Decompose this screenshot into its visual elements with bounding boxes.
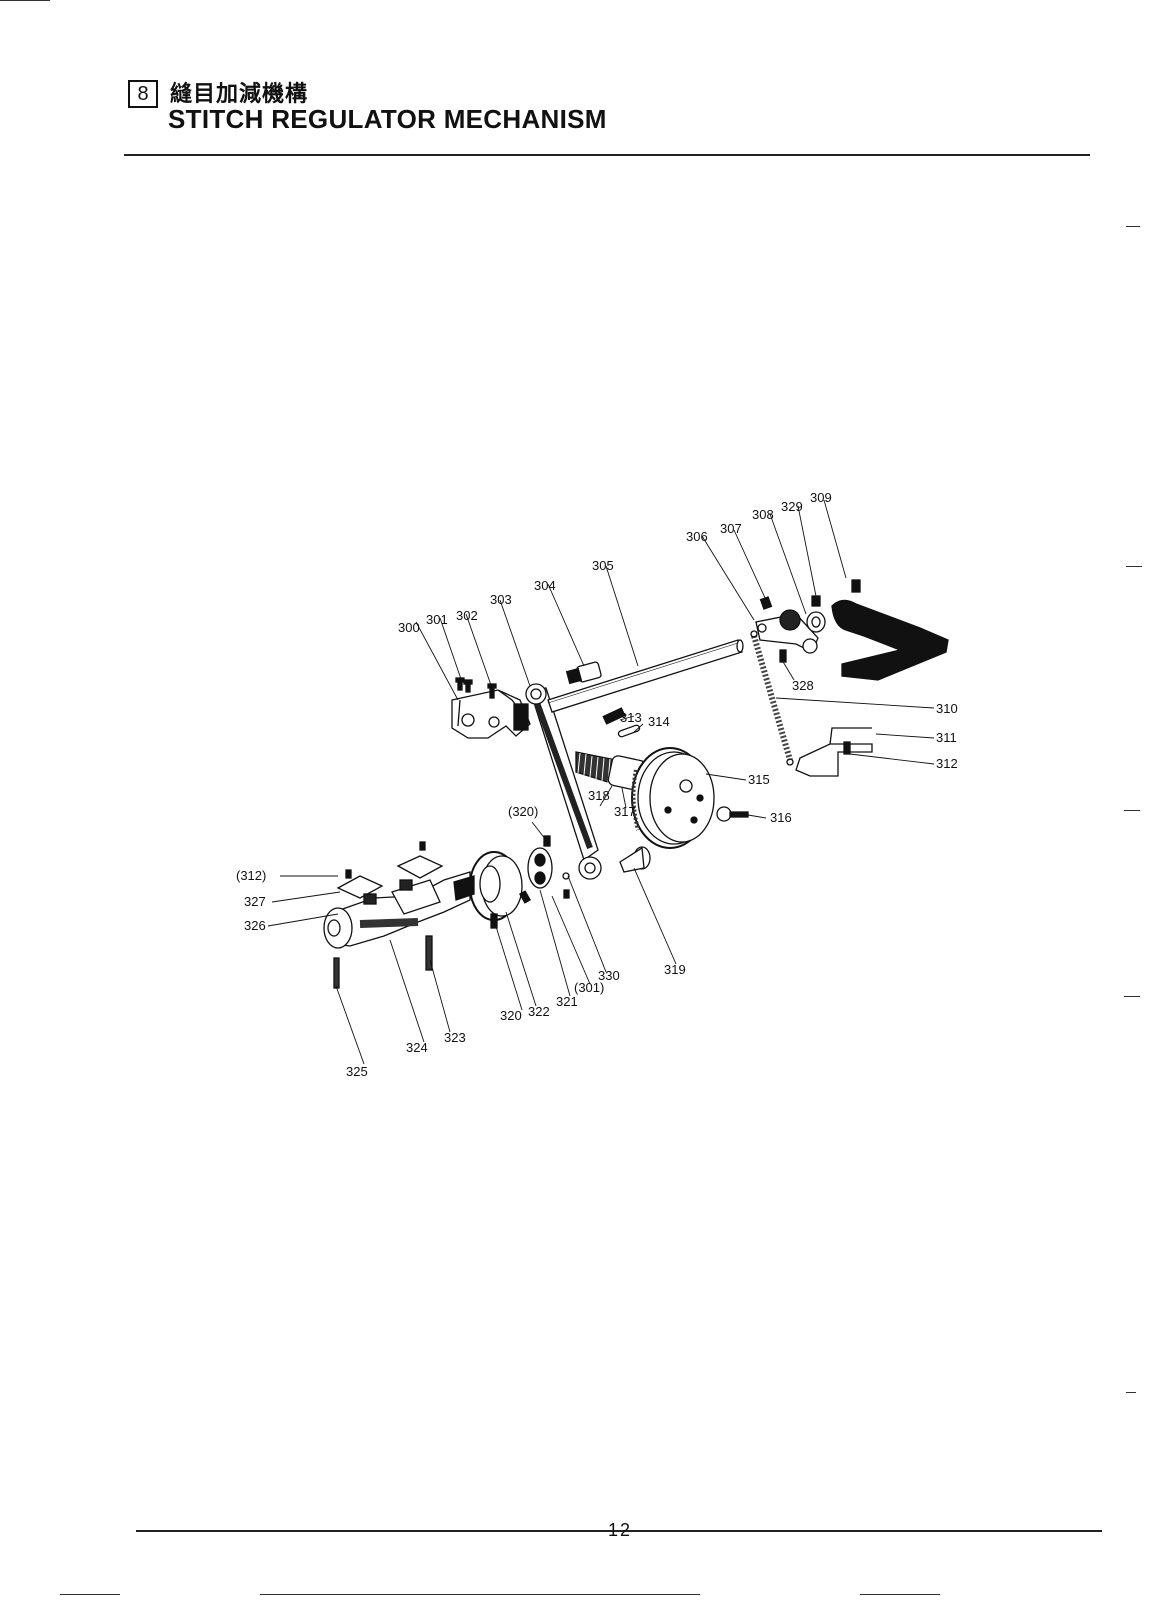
screw-301 — [455, 677, 473, 693]
label-312: 312 — [936, 756, 958, 771]
part-329-screw — [811, 595, 821, 607]
page-number: 12 — [608, 1520, 633, 1540]
label-312-ref: (312) — [236, 868, 266, 883]
part-307-screw — [759, 596, 773, 610]
label-310: 310 — [936, 701, 958, 716]
label-300: 300 — [398, 620, 420, 635]
page-title: STITCH REGULATOR MECHANISM — [168, 104, 607, 134]
part-304-collar — [565, 661, 602, 685]
part-323-pin — [425, 935, 433, 971]
part-311-bracket — [795, 727, 873, 777]
label-314: 314 — [648, 714, 670, 729]
label-304: 304 — [534, 578, 556, 593]
scan-mark — [1126, 226, 1140, 227]
label-317: 317 — [614, 804, 636, 819]
scan-mark — [260, 1594, 700, 1595]
label-319: 319 — [664, 962, 686, 977]
part-324-feed-rock-shaft — [323, 871, 475, 949]
part-327-plate — [336, 855, 444, 905]
label-330: 330 — [598, 968, 620, 983]
part-305-shaft — [547, 639, 744, 713]
label-322: 322 — [528, 1004, 550, 1019]
label-327: 327 — [244, 894, 266, 909]
scan-mark — [1124, 996, 1140, 997]
scan-mark — [860, 1594, 940, 1595]
part-303-link — [525, 683, 602, 880]
part-308-washer — [806, 611, 826, 633]
part-306-lever — [755, 609, 819, 654]
label-315: 315 — [748, 772, 770, 787]
leader-lines — [267, 499, 935, 1065]
label-326: 326 — [244, 918, 266, 933]
scan-mark — [60, 1594, 120, 1595]
scan-mark — [0, 0, 50, 1]
part-number-labels: 300 301 302 303 304 305 306 307 308 329 … — [236, 490, 958, 1079]
label-328: 328 — [792, 678, 814, 693]
part-321-collar — [527, 847, 553, 889]
label-325: 325 — [346, 1064, 368, 1079]
label-324: 324 — [406, 1040, 428, 1055]
section-number: 8 — [128, 80, 158, 108]
label-306: 306 — [686, 529, 708, 544]
scan-mark — [1124, 810, 1140, 811]
part-310-spring — [750, 630, 794, 766]
label-305: 305 — [592, 558, 614, 573]
label-307: 307 — [720, 521, 742, 536]
part-316-screw — [716, 806, 749, 822]
part-325-pin — [333, 957, 340, 989]
label-316: 316 — [770, 810, 792, 825]
part-309-knee-lever — [831, 579, 949, 681]
scan-mark — [1126, 1392, 1136, 1393]
part-313-spring — [602, 707, 626, 725]
part-330-pin — [562, 872, 570, 899]
label-301: 301 — [426, 612, 448, 627]
label-311: 311 — [936, 730, 957, 745]
part-312-screw — [843, 741, 851, 755]
label-313: 313 — [620, 710, 642, 725]
label-301-ref: (301) — [574, 980, 604, 995]
part-328-screw — [779, 649, 787, 663]
label-303: 303 — [490, 592, 512, 607]
label-321: 321 — [556, 994, 578, 1009]
label-320-ref: (320) — [508, 804, 538, 819]
scan-mark — [1126, 566, 1142, 567]
page-title-japanese: 縫目加減機構 — [170, 82, 309, 107]
header-divider — [124, 154, 1090, 156]
label-308: 308 — [752, 507, 774, 522]
label-329: 329 — [781, 499, 803, 514]
part-326-screws — [345, 841, 426, 879]
part-322-cam — [469, 851, 523, 921]
label-320: 320 — [500, 1008, 522, 1023]
label-323: 323 — [444, 1030, 466, 1045]
label-302: 302 — [456, 608, 478, 623]
part-315-dial — [631, 747, 715, 849]
part-314-pin — [617, 724, 641, 738]
part-319-stud — [619, 846, 651, 873]
label-309: 309 — [810, 490, 832, 505]
part-300-bracket — [451, 689, 531, 739]
mechanism-drawing — [323, 579, 949, 989]
footer-divider — [136, 1530, 1102, 1532]
label-318: 318 — [588, 788, 610, 803]
